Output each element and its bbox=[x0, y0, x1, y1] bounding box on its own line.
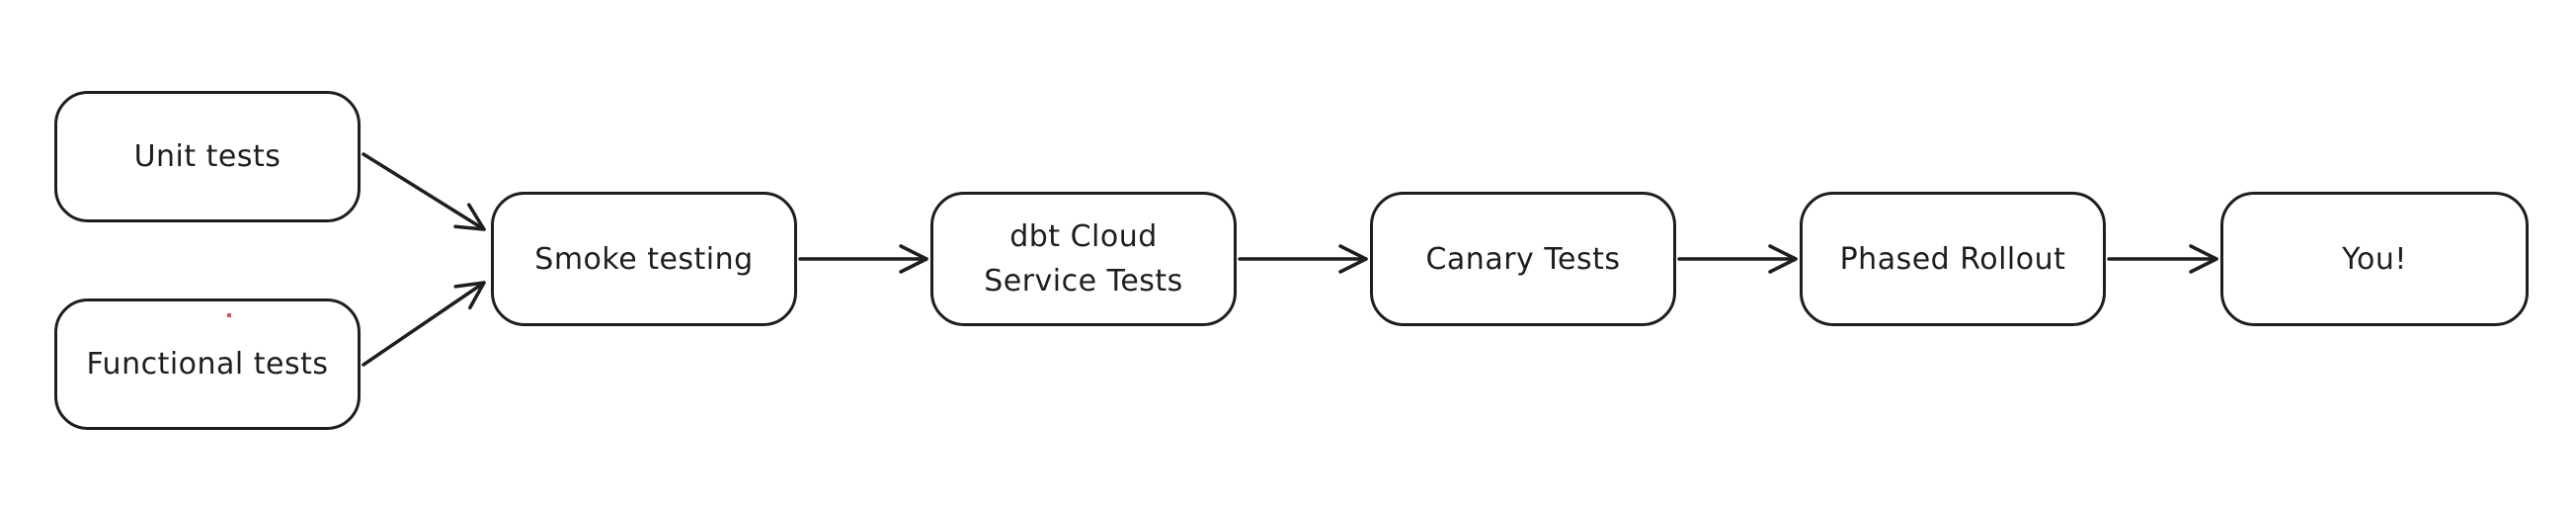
node-dbt-cloud-service-tests: dbt Cloud Service Tests bbox=[930, 192, 1237, 326]
node-label: dbt Cloud Service Tests bbox=[984, 219, 1183, 298]
edge-smoke-testing-to-dbt-cloud-service-tests bbox=[798, 244, 928, 274]
edge-canary-tests-to-phased-rollout bbox=[1677, 244, 1798, 274]
node-label: Canary Tests bbox=[1425, 241, 1621, 277]
edge-phased-rollout-to-you bbox=[2107, 244, 2218, 274]
node-label: Unit tests bbox=[133, 139, 282, 174]
arrow-head-icon bbox=[453, 281, 486, 310]
arrow-head-icon bbox=[1768, 244, 1798, 274]
node-smoke-testing: Smoke testing bbox=[491, 192, 797, 326]
node-canary-tests: Canary Tests bbox=[1370, 192, 1676, 326]
node-label: Phased Rollout bbox=[1839, 241, 2066, 277]
node-label: Functional tests bbox=[86, 347, 329, 382]
node-phased-rollout: Phased Rollout bbox=[1800, 192, 2106, 326]
node-you: You! bbox=[2220, 192, 2529, 326]
arrow-head-icon bbox=[2189, 244, 2218, 274]
edge-unit-tests-to-smoke-testing bbox=[362, 152, 486, 231]
arrow-line bbox=[362, 281, 486, 367]
arrow-line bbox=[362, 152, 486, 231]
node-label: Smoke testing bbox=[534, 241, 754, 277]
node-functional-tests: Functional tests bbox=[54, 298, 361, 430]
edge-dbt-cloud-service-tests-to-canary-tests bbox=[1238, 244, 1368, 274]
arrow-head-icon bbox=[1338, 244, 1368, 274]
arrow-head-icon bbox=[453, 203, 486, 231]
arrow-head-icon bbox=[899, 244, 928, 274]
red-speck-artifact bbox=[227, 313, 231, 317]
node-unit-tests: Unit tests bbox=[54, 91, 361, 222]
node-label: You! bbox=[2342, 241, 2407, 277]
edge-functional-tests-to-smoke-testing bbox=[362, 281, 486, 367]
